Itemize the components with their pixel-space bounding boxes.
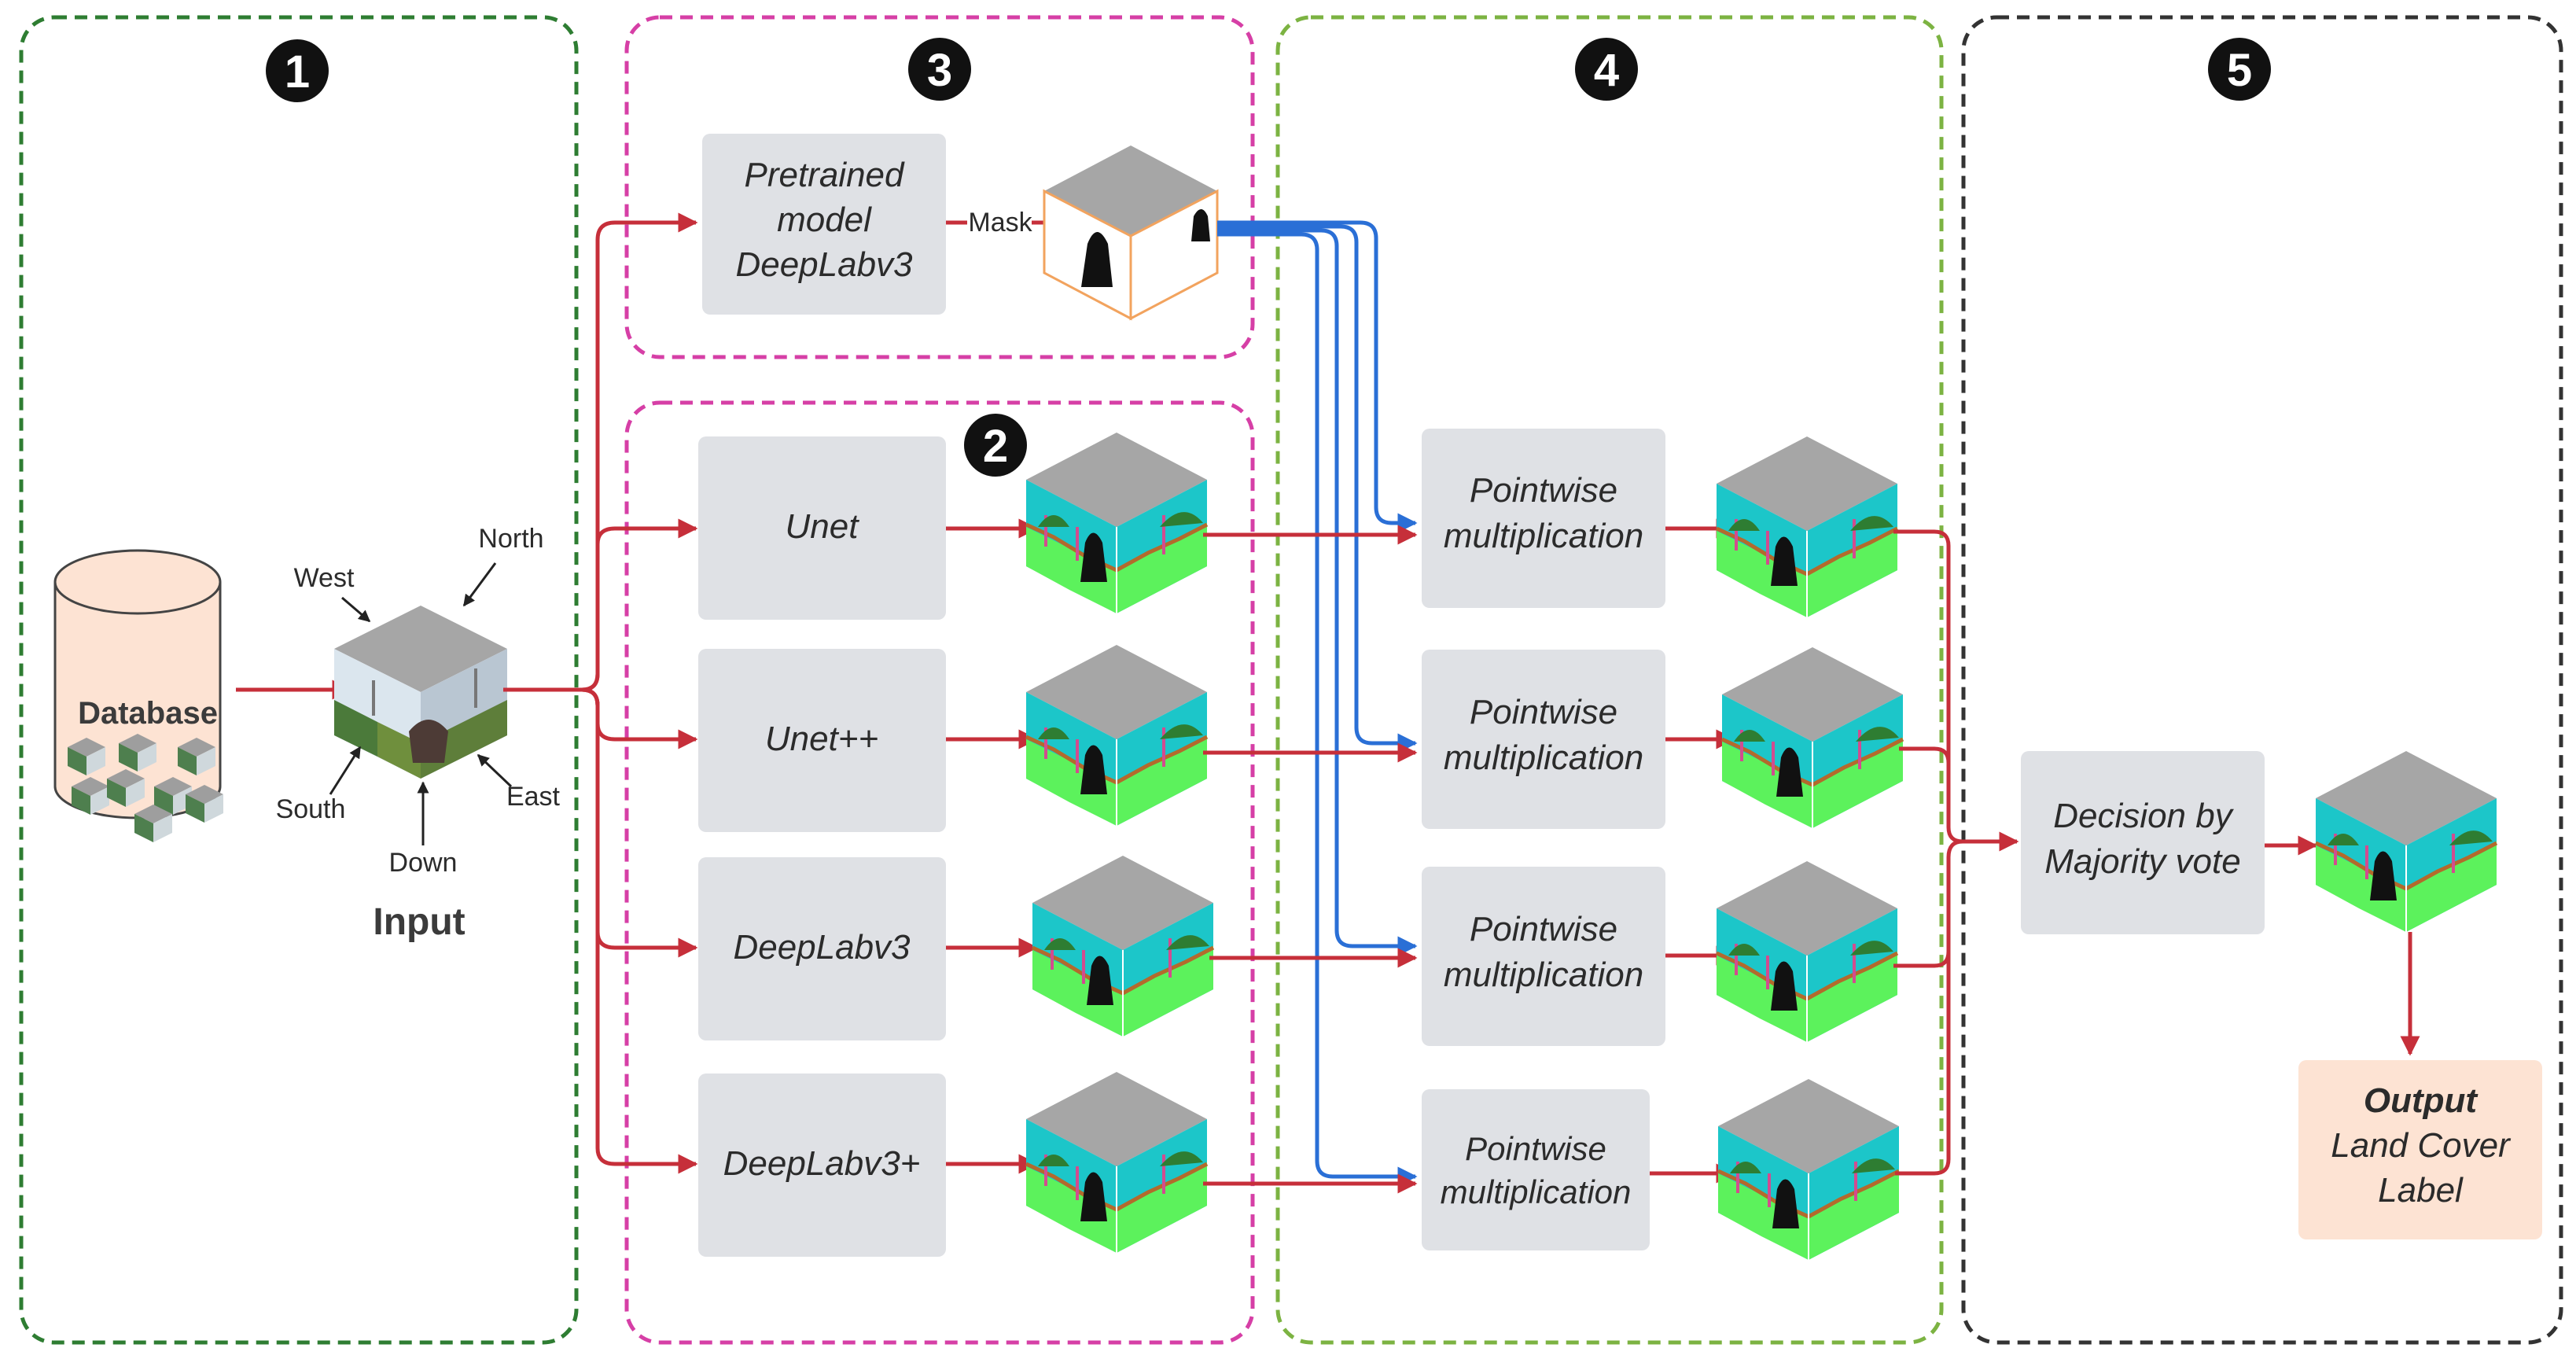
database-cylinder: Database [53,549,223,842]
svg-text:Decision by: Decision by [2053,797,2234,835]
svg-text:Majority vote: Majority vote [2044,842,2240,881]
section-number-3: 3 [908,38,971,101]
model-unet: Unet [698,436,946,620]
pointwise-box-3: Pointwise multiplication [1422,867,1665,1046]
section-number-4: 4 [1575,38,1638,101]
masked-cube-4 [1718,1079,1899,1260]
svg-text:multiplication: multiplication [1444,956,1643,994]
svg-text:Pointwise: Pointwise [1470,471,1617,510]
prediction-cube-deeplabv3plus [1026,1072,1207,1253]
mask-cube [1043,144,1219,320]
pretrained-model-box [702,134,946,315]
masked-cube-3 [1717,861,1897,1042]
svg-text:2: 2 [983,421,1008,472]
svg-text:Pointwise: Pointwise [1470,693,1617,731]
section-number-1: 1 [266,39,329,102]
input-direction-east: East [506,782,561,812]
input-label: Input [373,901,465,943]
prediction-cube-unet [1026,433,1207,613]
section-4-frame [1275,15,1944,1345]
svg-text:multiplication: multiplication [1444,517,1643,555]
model-deeplabv3plus: DeepLabv3+ [698,1074,946,1257]
masked-cube-1 [1717,436,1897,617]
input-direction-south: South [276,794,346,824]
input-cube [333,604,509,780]
model-unetpp: Unet++ [698,649,946,832]
svg-text:Pointwise: Pointwise [1465,1130,1606,1167]
pretrained-line-2: model [777,201,872,239]
database-label: Database [78,696,218,731]
input-branch-arrows [503,212,698,1174]
section-3-frame [624,15,1255,359]
input-direction-north: North [478,524,543,554]
input-direction-down: Down [389,848,458,878]
svg-text:Label: Label [2378,1171,2464,1210]
svg-text:multiplication: multiplication [1444,738,1643,777]
vote-arrows [1893,529,2019,1176]
svg-text:Unet++: Unet++ [765,720,878,758]
section-2-frame [624,400,1255,1345]
svg-text:multiplication: multiplication [1441,1173,1632,1210]
section-number-2: 2 [964,414,1027,477]
model-deeplabv3: DeepLabv3 [698,857,946,1040]
pointwise-box-4: Pointwise multiplication [1422,1089,1650,1250]
decision-box: Decision by Majority vote [2021,751,2265,934]
svg-text:4: 4 [1594,45,1619,96]
pretrained-line-1: Pretrained [744,156,905,194]
output-box: Output Land Cover Label [2298,1060,2542,1239]
section-number-5: 5 [2208,38,2271,101]
masked-cube-2 [1722,647,1903,828]
svg-text:1: 1 [285,46,310,98]
pretrained-line-3: DeepLabv3 [735,245,913,284]
prediction-cube-unetpp [1026,645,1207,826]
svg-text:Pointwise: Pointwise [1470,910,1617,948]
svg-text:Output: Output [2364,1081,2479,1120]
svg-text:5: 5 [2227,45,2252,96]
input-direction-west: West [294,563,355,593]
mask-label: Mask [968,208,1032,238]
svg-text:3: 3 [927,45,952,96]
svg-text:DeepLabv3+: DeepLabv3+ [723,1144,921,1183]
svg-text:Land Cover: Land Cover [2331,1126,2512,1165]
pointwise-box-2: Pointwise multiplication [1422,650,1665,829]
svg-text:Unet: Unet [786,507,860,546]
section-1-frame [19,15,579,1345]
prediction-cube-deeplabv3 [1032,856,1213,1037]
svg-text:DeepLabv3: DeepLabv3 [733,928,911,967]
mask-broadcast-arrows [1217,220,1418,1187]
pointwise-box-1: Pointwise multiplication [1422,429,1665,608]
final-label-cube [2316,751,2497,932]
section-5-frame [1961,15,2563,1345]
